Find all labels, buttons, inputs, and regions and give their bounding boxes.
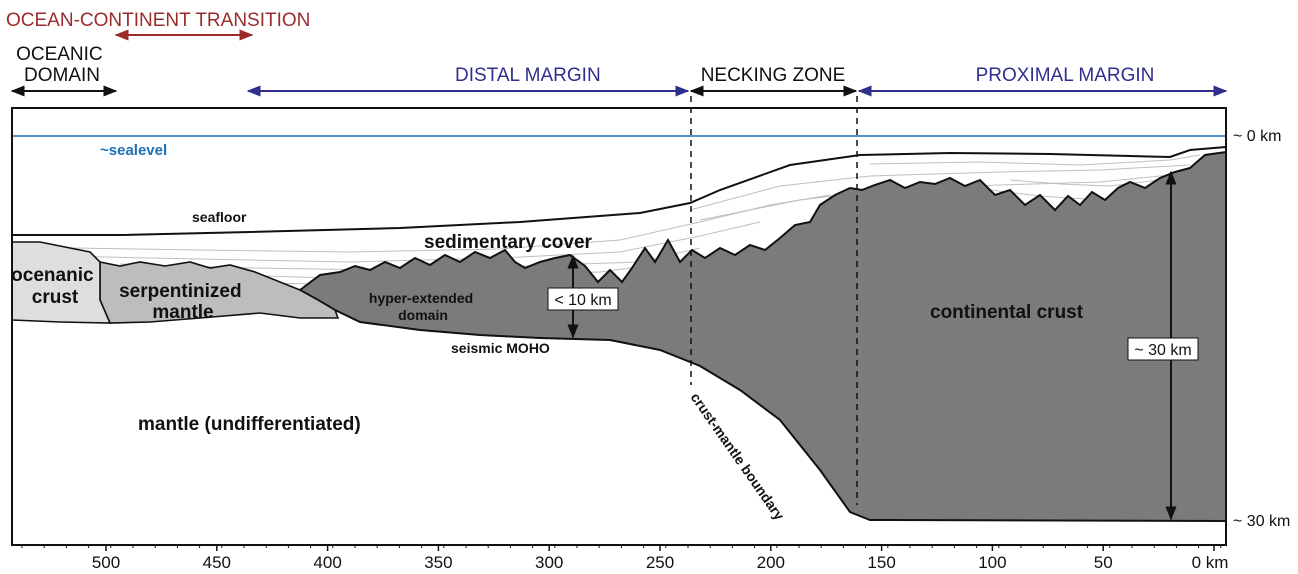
zone-ocean-continent-transition: OCEAN-CONTINENT TRANSITION <box>6 10 310 31</box>
seismic-moho-label: seismic MOHO <box>451 340 550 356</box>
distance-tick-label: 250 <box>646 553 674 572</box>
oceanic-crust-layer <box>12 241 112 324</box>
sedimentary-cover-layer <box>12 147 1226 242</box>
seafloor-label: seafloor <box>192 209 247 225</box>
thickness-distal-box <box>547 287 619 311</box>
section-body <box>12 135 1226 523</box>
serpentinized-mantle-layer <box>99 261 340 324</box>
thickness-proximal-label: ~ 30 km <box>1134 342 1191 359</box>
thickness-proximal-box <box>1127 337 1199 361</box>
hyper-extended-label-line1: hyper-extended <box>369 290 473 306</box>
oceanic-crust-label-line1: ocenanic <box>11 265 94 286</box>
distance-tick-label: 150 <box>867 553 895 572</box>
depth-label-bottom: ~ 30 km <box>1233 513 1290 530</box>
section-frame <box>11 107 1227 546</box>
zone-oceanic-domain-line1: OCEANIC <box>16 44 103 65</box>
mantle-label: mantle (undifferentiated) <box>138 414 361 435</box>
oceanic-crust-label-line2: crust <box>32 287 79 308</box>
serpentinized-mantle-label-line2: mantle <box>152 302 213 323</box>
distance-axis: 500 450 400 350 300 250 200 150 100 50 0 km <box>21 545 1229 572</box>
serpentinized-mantle-label-line1: serpentinized <box>119 281 241 302</box>
distance-tick-label: 50 <box>1094 553 1113 572</box>
distance-tick-label: 100 <box>978 553 1006 572</box>
depth-label-top: ~ 0 km <box>1233 128 1281 145</box>
sealevel-label: ~sealevel <box>100 142 167 159</box>
zone-header: OCEAN-CONTINENT TRANSITION OCEANIC DOMAI… <box>6 10 1228 97</box>
sedimentary-cover-label: sedimentary cover <box>424 232 593 253</box>
distance-tick-label: 350 <box>424 553 452 572</box>
distance-tick-label: 400 <box>313 553 341 572</box>
distance-tick-label: 0 km <box>1192 553 1229 572</box>
zone-proximal-margin: PROXIMAL MARGIN <box>976 65 1155 86</box>
oceanic-crust-label: ocenanic crust <box>11 265 99 308</box>
zone-oceanic-domain-line2: DOMAIN <box>24 65 100 86</box>
hyper-extended-label: hyper-extended domain <box>369 290 477 323</box>
zone-oceanic-domain: OCEANIC DOMAIN <box>16 44 108 86</box>
distance-tick-label: 450 <box>203 553 231 572</box>
hyper-extended-label-line2: domain <box>398 307 448 323</box>
seafloor-line <box>12 146 1226 236</box>
serpentinized-mantle-label: serpentinized mantle <box>119 281 247 323</box>
zone-distal-margin: DISTAL MARGIN <box>455 65 601 86</box>
thickness-distal-label: < 10 km <box>554 292 611 309</box>
distance-tick-label: 200 <box>757 553 785 572</box>
continental-crust-label: continental crust <box>930 302 1084 323</box>
continental-crust-layer <box>298 150 1226 523</box>
distance-tick-label: 300 <box>535 553 563 572</box>
distance-tick-label: 500 <box>92 553 120 572</box>
zone-necking-zone: NECKING ZONE <box>701 65 846 86</box>
